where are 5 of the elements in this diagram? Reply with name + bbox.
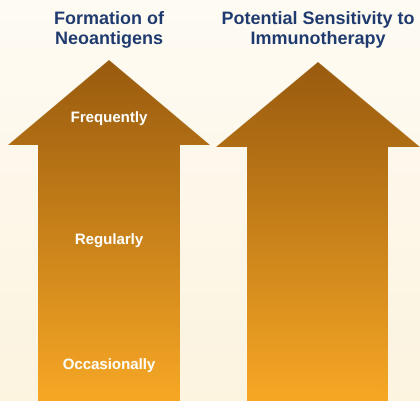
frequency-label: Frequently	[70, 109, 148, 127]
arrow-heading: Potential Sensitivity to Immunotherapy	[220, 8, 416, 48]
frequency-label: Regularly	[74, 231, 144, 249]
arrow-heading: Formation of Neoantigens	[53, 8, 165, 48]
frequency-label: Occasionally	[62, 356, 156, 374]
